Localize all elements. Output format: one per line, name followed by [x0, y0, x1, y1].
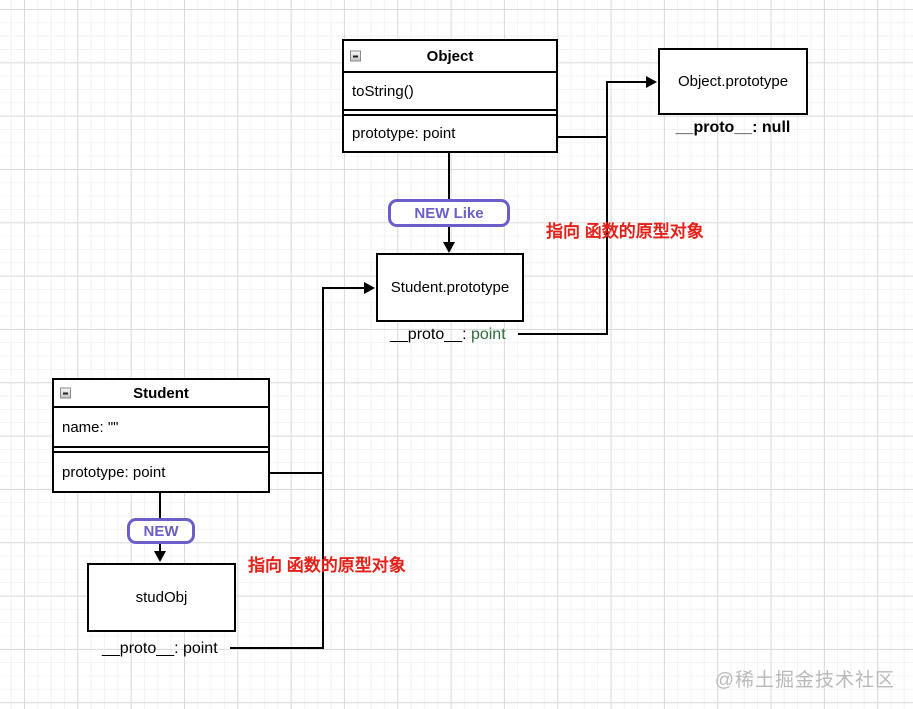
object-class-title: Object — [426, 47, 474, 65]
student-name-row: name: "" — [62, 418, 119, 436]
connector-left-chain-vertical — [322, 287, 324, 649]
connector-student-prototype-row-out — [270, 472, 324, 474]
section-divider — [54, 446, 268, 453]
arrowhead-into-objectprototype-left — [646, 76, 657, 88]
object-class-header: Object — [344, 41, 556, 73]
minus-glyph — [353, 55, 358, 57]
student-prototype-proto-label: __proto__: point — [390, 326, 506, 344]
student-prototype-row: prototype: point — [62, 463, 166, 481]
student-prototype-box: Student.prototype — [376, 253, 524, 322]
student-class-title: Student — [133, 384, 189, 402]
annotation-points-to-prototype-bottom: 指向 函数的原型对象 — [248, 556, 406, 575]
studobj-box: studObj — [87, 563, 236, 632]
new-badge: NEW — [127, 518, 195, 544]
connector-into-objectprototype — [606, 81, 648, 83]
new-like-badge: NEW Like — [388, 199, 510, 227]
studobj-label: studObj — [135, 589, 188, 606]
connector-object-to-studentprototype — [448, 153, 450, 243]
arrowhead-into-studobj-top — [154, 551, 166, 562]
new-like-label: NEW Like — [414, 204, 484, 222]
connector-studobj-proto-out — [230, 647, 324, 649]
connector-right-chain-vertical — [606, 81, 608, 335]
object-class-box: Object toString() prototype: point — [342, 39, 558, 153]
collapse-icon — [60, 387, 71, 399]
student-class-header: Student — [54, 380, 268, 408]
object-prototype-label: Object.prototype — [677, 73, 789, 90]
new-label: NEW — [143, 522, 179, 540]
studobj-proto-label: __proto__: point — [102, 640, 218, 657]
juejin-watermark: @稀土掘金技术社区 — [714, 670, 895, 691]
section-divider — [344, 109, 556, 116]
object-method-row: toString() — [352, 82, 414, 100]
connector-object-prototype-row-out — [558, 136, 608, 138]
arrowhead-into-studentprototype-top — [443, 242, 455, 253]
proto-value: point — [470, 326, 506, 343]
student-prototype-label: Student.prototype — [390, 279, 510, 296]
arrowhead-into-studentprototype-left — [364, 282, 375, 294]
connector-studentprototype-proto-out — [518, 333, 608, 335]
collapse-icon — [350, 50, 361, 62]
object-prototype-box: Object.prototype — [658, 48, 808, 115]
object-prototype-proto-label: __proto__: null — [675, 119, 791, 136]
object-prototype-row: prototype: point — [352, 125, 456, 142]
student-class-box: Student name: "" prototype: point — [52, 378, 270, 493]
minus-glyph — [63, 392, 68, 394]
connector-into-studentprototype — [322, 287, 366, 289]
proto-prefix: __proto__: — [390, 326, 471, 343]
annotation-points-to-prototype-top: 指向 函数的原型对象 — [546, 222, 704, 241]
